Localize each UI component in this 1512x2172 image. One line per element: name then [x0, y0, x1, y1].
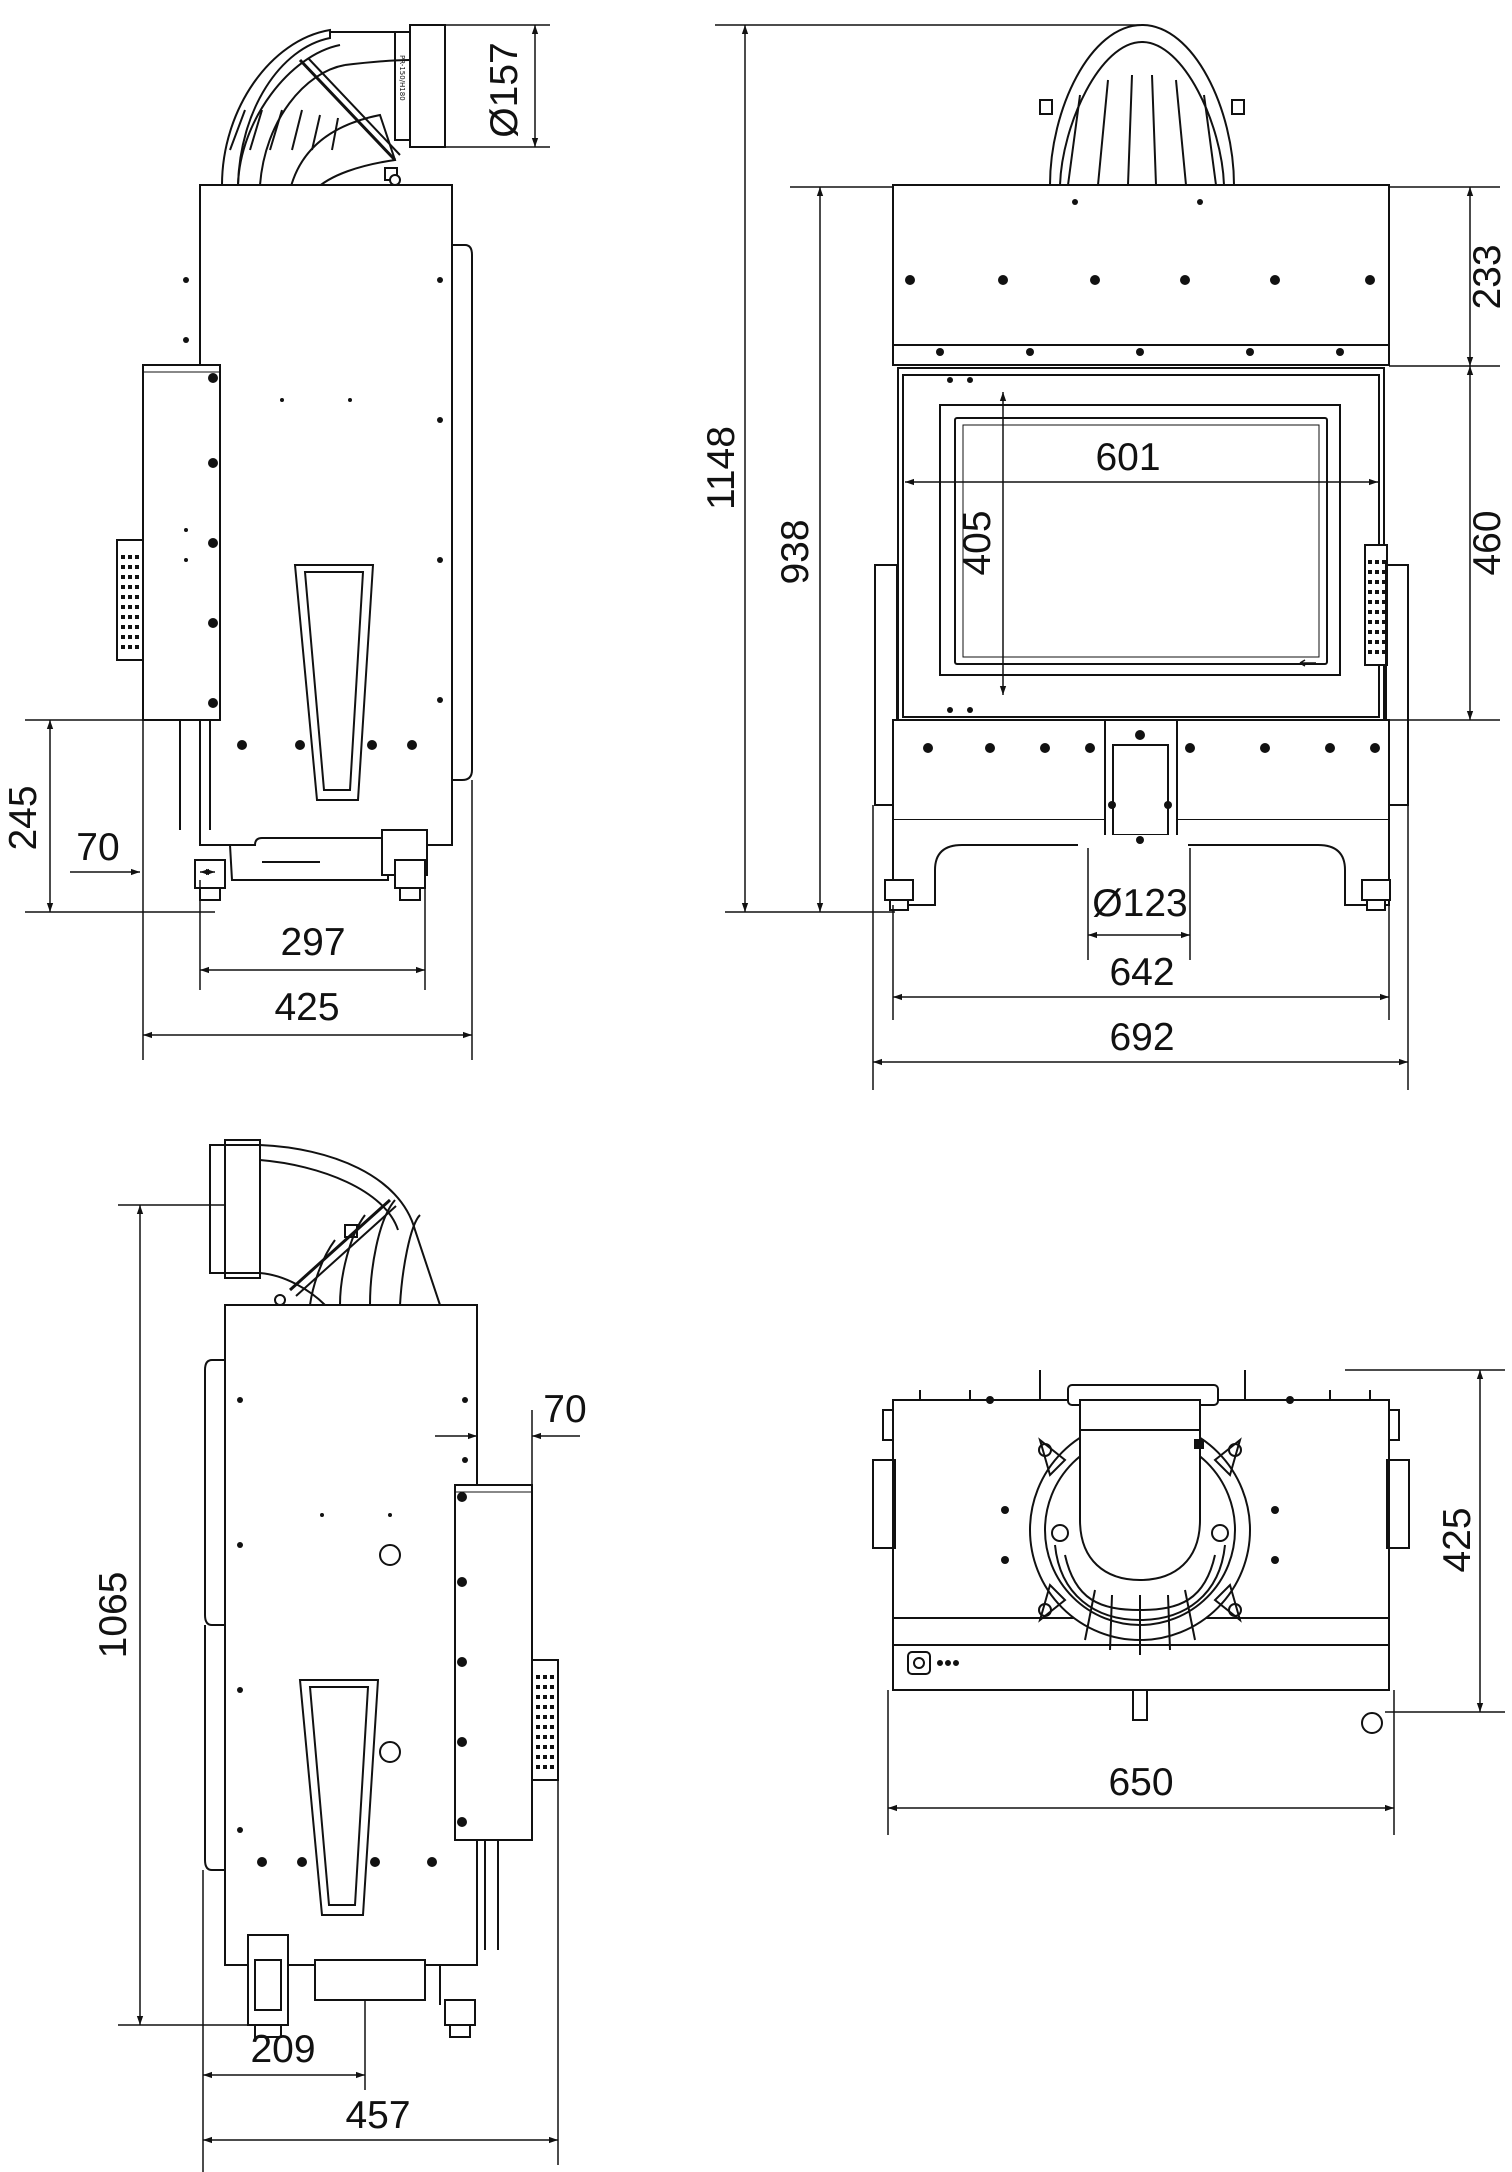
dim-body-height-front: 938 — [774, 519, 817, 584]
foot-front-1 — [884, 879, 914, 901]
dim-total-depth-right: 457 — [345, 2094, 410, 2137]
side-view-right — [204, 1139, 559, 2038]
flue-elbow-right — [209, 1139, 442, 1306]
dim-flue-diameter-left: Ø157 — [483, 42, 526, 137]
dim-total-height-right: 1065 — [92, 1572, 135, 1659]
dim-offset-right: 70 — [543, 1388, 586, 1431]
dims-side-left — [25, 24, 550, 1060]
port-circle-1 — [379, 1544, 401, 1566]
base-inlet-right — [314, 1959, 426, 2001]
control-knob-top — [907, 1651, 931, 1675]
dim-leg-height-left: 245 — [2, 785, 45, 850]
flue-elbow: PR-150/H180 — [220, 24, 446, 191]
top-section-front — [892, 184, 1390, 351]
port-circle-2 — [379, 1741, 401, 1763]
dim-glass-width: 601 — [1095, 436, 1160, 479]
air-inlet-box — [1104, 719, 1178, 841]
dim-total-height-front: 1148 — [700, 426, 743, 510]
flue-dome-front — [1048, 23, 1236, 186]
flue-outlet-top — [1079, 1399, 1201, 1582]
control-handle-right — [531, 1659, 559, 1781]
glass-inner — [954, 417, 1328, 665]
flue-label-left: PR-150/H180 — [398, 55, 406, 101]
dim-door-height: 460 — [1466, 510, 1509, 575]
dim-width-top: 650 — [1108, 1761, 1173, 1804]
foot-left-2 — [394, 859, 426, 889]
dim-inner-width-front: 642 — [1109, 951, 1174, 994]
glass-outer — [939, 404, 1341, 676]
side-panel-right — [454, 1484, 533, 1841]
dim-depth-total-left: 425 — [274, 986, 339, 1029]
dim-top-height-front: 233 — [1466, 244, 1509, 309]
control-handle-left — [116, 539, 144, 661]
dim-offset-left: 70 — [76, 826, 119, 869]
dims-front — [715, 24, 1500, 1090]
dim-total-width-front: 692 — [1109, 1016, 1174, 1059]
foot-front-2 — [1361, 879, 1391, 901]
foot-right-2 — [444, 1999, 476, 2026]
side-view-left: PR-150/H180 — [116, 24, 473, 901]
top-view — [872, 1370, 1410, 1734]
spigot-top — [1361, 1712, 1383, 1734]
base-cutout-left — [228, 837, 389, 881]
dim-air-inlet: Ø123 — [1092, 882, 1187, 925]
dim-depth-inner-left: 297 — [280, 921, 345, 964]
dims-side-right — [118, 1204, 580, 2172]
dim-depth-top: 425 — [1436, 1507, 1479, 1572]
dim-glass-height: 405 — [956, 510, 999, 575]
dim-inlet-offset-right: 209 — [250, 2028, 315, 2071]
front-view — [874, 23, 1409, 911]
dims-top — [887, 1369, 1505, 1835]
